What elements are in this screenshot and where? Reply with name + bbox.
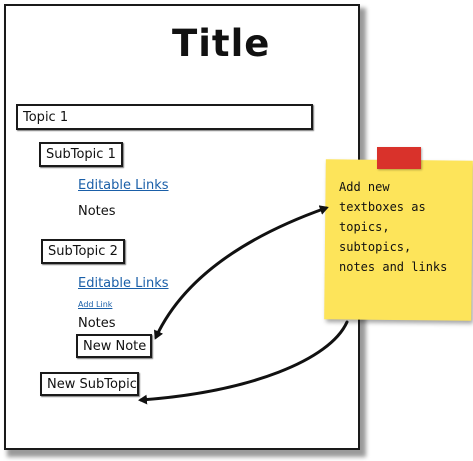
new-note-textbox[interactable]: New Note <box>76 334 152 358</box>
sticky-note-line: Add new <box>339 180 390 194</box>
subtopic-1-notes[interactable]: Notes <box>78 204 116 219</box>
topic-textbox[interactable]: Topic 1 <box>16 104 313 130</box>
subtopic-2-textbox[interactable]: SubTopic 2 <box>41 239 125 264</box>
add-link-button[interactable]: Add Link <box>78 300 113 309</box>
page-title[interactable]: Title <box>172 22 271 65</box>
subtopic-2-notes[interactable]: Notes <box>78 316 116 331</box>
sticky-note-line: topics, subtopics, <box>339 220 412 254</box>
sticky-note-line: textboxes as <box>339 200 426 214</box>
sticky-note-text: Add new textboxes as topics, subtopics, … <box>339 177 464 277</box>
subtopic-1-editable-link[interactable]: Editable Links <box>78 178 169 193</box>
new-subtopic-textbox[interactable]: New SubTopic <box>40 372 139 396</box>
subtopic-2-editable-link[interactable]: Editable Links <box>78 276 169 291</box>
sticky-note-line: notes and links <box>339 260 448 274</box>
sticky-tape <box>377 147 421 169</box>
subtopic-1-textbox[interactable]: SubTopic 1 <box>39 142 123 167</box>
